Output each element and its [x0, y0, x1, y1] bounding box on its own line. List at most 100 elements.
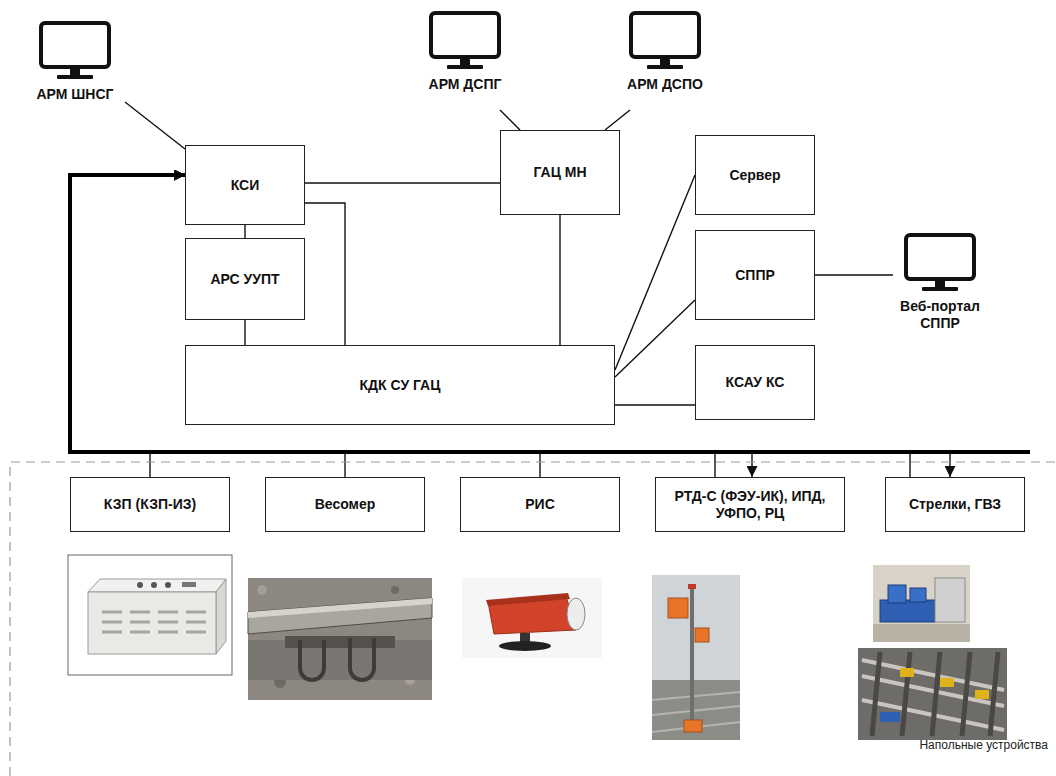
monitor-neck	[460, 57, 470, 66]
connector	[559, 215, 560, 345]
cabinet-side	[216, 579, 226, 654]
gravel-ground	[248, 578, 432, 700]
sky	[652, 575, 740, 740]
sensor-box	[684, 720, 702, 732]
clamp-part	[940, 678, 954, 687]
connector	[305, 203, 345, 345]
monitor-screen	[431, 13, 499, 57]
monitor-icon	[903, 232, 977, 294]
node-label: РТД-С (ФЭУ-ИК), ИПД, УФПО, РЦ	[664, 488, 836, 522]
sensor-lens	[567, 598, 585, 630]
node-label: Весомер	[315, 496, 376, 513]
system-box: Стрелки, ГВЗ	[885, 477, 1025, 532]
workstation-monitor: АРМ ШНСГ	[25, 20, 125, 112]
connector	[615, 404, 695, 405]
system-box: КСАУ КС	[695, 345, 815, 420]
cabinet-front	[88, 592, 216, 654]
system-box: Весомер	[265, 477, 425, 532]
monitor-base	[57, 75, 93, 79]
clamp-part	[975, 690, 989, 699]
monitor-base	[922, 287, 958, 291]
sensor-box	[668, 598, 688, 618]
sensor-base	[499, 641, 551, 651]
cabinet-top	[88, 579, 226, 592]
node-label: Сервер	[729, 167, 780, 184]
monitor-neck	[70, 67, 80, 76]
workstation-monitor: АРМ ДСПГ	[415, 10, 515, 110]
field-boundary	[10, 462, 1056, 776]
node-label: КСИ	[231, 177, 260, 194]
node-label: АРМ ШНСГ	[36, 86, 113, 103]
node-label: РИС	[525, 496, 555, 513]
vent-slots	[102, 612, 206, 632]
photo-ground	[462, 578, 602, 658]
system-box: ГАЦ МН	[500, 130, 620, 215]
system-box: КЗП (КЗП-ИЗ)	[70, 477, 230, 532]
rail-head	[248, 598, 432, 618]
photo-ground	[858, 648, 1007, 740]
monitor-screen	[41, 23, 109, 67]
system-box: КДК СУ ГАЦ	[185, 345, 615, 425]
connector	[244, 225, 245, 238]
node-label: АРС УУПТ	[210, 271, 279, 288]
system-box: РТД-С (ФЭУ-ИК), ИПД, УФПО, РЦ	[655, 477, 845, 532]
sensor-hood	[486, 593, 570, 606]
rail	[248, 598, 432, 634]
pole-cap	[688, 584, 696, 589]
connector	[615, 175, 695, 370]
monitor-base	[647, 65, 683, 69]
control-box	[935, 578, 965, 622]
node-label: Веб-портал СППР	[893, 298, 987, 332]
rails	[652, 692, 740, 732]
caption-note: Напольные устройства	[919, 738, 1048, 752]
monitor-icon	[428, 10, 502, 72]
clamp	[350, 638, 374, 680]
connector	[70, 175, 540, 477]
node-label: Стрелки, ГВЗ	[909, 496, 1001, 513]
node-label: АРМ ДСПГ	[429, 76, 502, 93]
kzp-photo	[68, 555, 232, 675]
monitor-icon	[628, 10, 702, 72]
workstation-monitor: Веб-портал СППР	[893, 232, 987, 336]
node-label: ГАЦ МН	[533, 164, 586, 181]
system-box: СППР	[695, 230, 815, 320]
connector	[125, 102, 185, 149]
weigher-photo	[248, 578, 432, 700]
system-box: АРС УУПТ	[185, 238, 305, 320]
node-label: КЗП (КЗП-ИЗ)	[104, 496, 197, 513]
system-box: КСИ	[185, 145, 305, 225]
photo-ground	[873, 565, 970, 642]
connector	[165, 582, 171, 588]
sensor-box	[695, 628, 709, 642]
system-box: РИС	[460, 477, 620, 532]
connector	[70, 175, 185, 477]
connector	[70, 175, 715, 477]
connector	[182, 582, 196, 587]
system-box: Сервер	[695, 135, 815, 215]
clamp	[300, 640, 324, 680]
ground	[652, 680, 740, 740]
switch-machine-photo	[873, 565, 970, 642]
monitor-neck	[660, 57, 670, 66]
node-label: КДК СУ ГАЦ	[360, 377, 441, 394]
switch-photo	[858, 648, 1007, 740]
track-sensor-photo	[652, 575, 740, 740]
monitor-neck	[935, 279, 945, 288]
monitor-base	[447, 65, 483, 69]
connector	[137, 582, 143, 588]
connector	[615, 300, 695, 377]
connector	[500, 110, 520, 130]
monitor-screen	[906, 235, 974, 279]
machine-part	[888, 585, 906, 603]
connector	[151, 582, 157, 588]
connector	[305, 182, 500, 183]
ris-photo	[462, 578, 602, 658]
connector	[70, 175, 752, 477]
photo-frame	[68, 555, 232, 675]
gravel	[391, 586, 399, 594]
connector	[605, 110, 630, 130]
machine-part	[910, 588, 926, 602]
node-label: СППР	[735, 267, 775, 284]
monitor-screen	[631, 13, 699, 57]
workstation-monitor: АРМ ДСПО	[615, 10, 715, 110]
